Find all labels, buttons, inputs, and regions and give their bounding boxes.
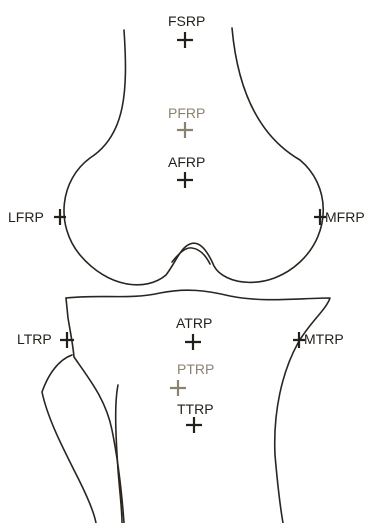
pfrp-label: PFRP <box>168 105 205 121</box>
landmark-ltrp: LTRP <box>17 331 74 348</box>
ptrp-label: PTRP <box>177 361 214 377</box>
landmark-atrp: ATRP <box>176 315 212 350</box>
lfrp-label: LFRP <box>8 209 44 225</box>
atrp-marker <box>185 334 201 350</box>
landmark-mtrp: MTRP <box>293 331 344 348</box>
ltrp-label: LTRP <box>17 331 52 347</box>
landmark-fsrp: FSRP <box>168 13 205 48</box>
ttrp-label: TTRP <box>177 401 214 417</box>
afrp-marker <box>177 172 193 188</box>
landmark-ptrp: PTRP <box>170 361 214 396</box>
afrp-label: AFRP <box>168 154 205 170</box>
atrp-label: ATRP <box>176 315 212 331</box>
landmark-pfrp: PFRP <box>168 105 205 138</box>
landmark-afrp: AFRP <box>168 154 205 188</box>
landmark-lfrp: LFRP <box>8 209 66 225</box>
landmark-ttrp: TTRP <box>177 401 214 433</box>
fsrp-label: FSRP <box>168 13 205 29</box>
mfrp-label: MFRP <box>325 209 365 225</box>
fsrp-marker <box>177 32 193 48</box>
pfrp-marker <box>177 122 193 138</box>
mtrp-label: MTRP <box>304 331 344 347</box>
fibula-inner-edge <box>116 385 122 523</box>
ptrp-marker <box>170 380 186 396</box>
ttrp-marker <box>186 417 202 433</box>
fibula-outline <box>42 355 96 523</box>
